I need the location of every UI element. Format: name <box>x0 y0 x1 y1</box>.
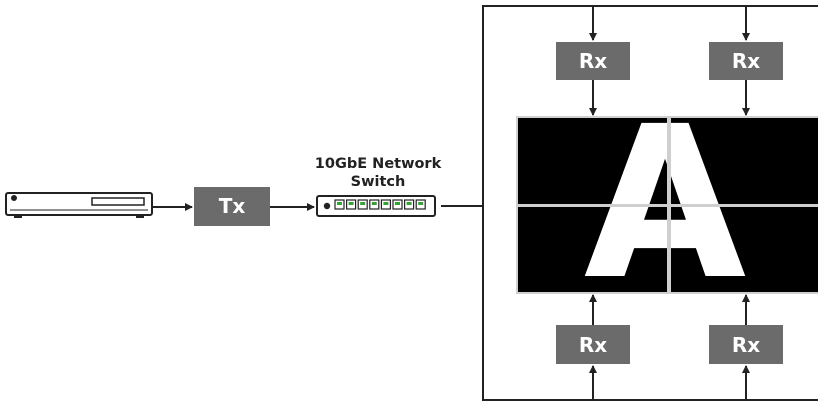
wall-screen-bottom-left <box>518 207 667 292</box>
receiver-label-1: Rx <box>579 49 607 73</box>
switch-port-led-5 <box>383 202 389 205</box>
switch-label-line1: 10GbE Network <box>315 156 442 172</box>
wall-screen-top-left <box>518 118 667 204</box>
receiver-box-4: Rx <box>709 325 783 364</box>
switch-label-line2: Switch <box>351 174 406 190</box>
receiver-box-1: Rx <box>556 42 630 80</box>
receiver-box-3: Rx <box>556 325 630 364</box>
video-wall: A <box>516 81 818 326</box>
switch-port-led-1 <box>337 202 342 205</box>
switch-port-led-7 <box>406 202 412 205</box>
media-player-icon <box>5 192 153 218</box>
receiver-label-2: Rx <box>732 49 760 73</box>
receiver-label-3: Rx <box>579 333 607 357</box>
receiver-box-2: Rx <box>709 42 783 80</box>
switch-port-led-8 <box>418 202 424 205</box>
wall-screen-top-right <box>671 118 818 204</box>
network-switch-icon <box>316 195 436 217</box>
wall-letter: A <box>584 81 747 326</box>
receiver-label-4: Rx <box>732 333 760 357</box>
switch-port-led-4 <box>371 202 377 205</box>
switch-port-led-3 <box>360 202 366 205</box>
switch-port-led-6 <box>395 202 400 205</box>
wall-screen-bottom-right <box>671 207 818 292</box>
switch-port-led-2 <box>348 202 354 205</box>
transmitter-label: Tx <box>219 194 246 218</box>
transmitter-box: Tx <box>194 187 270 226</box>
